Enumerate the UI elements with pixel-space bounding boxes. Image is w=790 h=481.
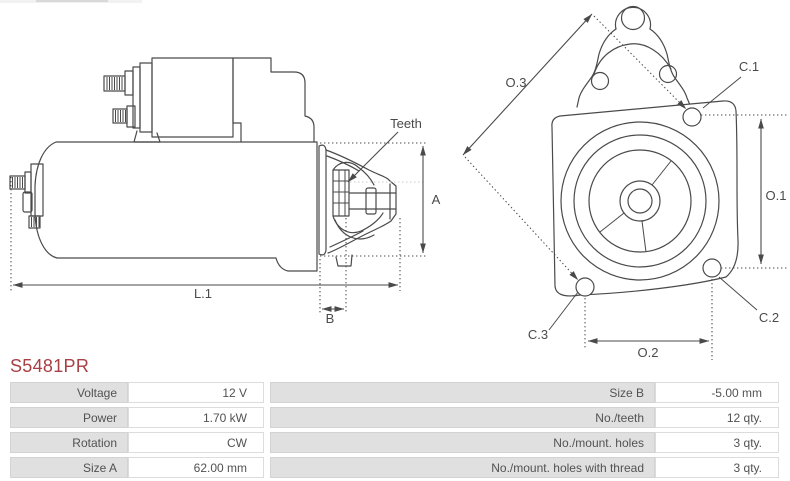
spec-label-cell: No./mount. holes xyxy=(270,432,655,453)
spec-label-cell: Voltage xyxy=(10,382,128,403)
bearing-face-circles xyxy=(560,121,720,281)
spec-value-cell: 1.70 kW xyxy=(128,407,264,428)
spec-label-cell: Size A xyxy=(10,457,128,478)
dim-label-c1: C.1 xyxy=(739,59,759,74)
front-view-dimensions xyxy=(462,13,788,360)
dim-label-l1: L.1 xyxy=(194,286,212,301)
mounting-ears xyxy=(576,5,691,108)
page-crop-artifact xyxy=(0,0,142,3)
spec-value-cell: -5.00 mm xyxy=(655,382,779,403)
drive-housing-top xyxy=(232,57,315,143)
spec-table: Voltage 12 V Size B -5.00 mm Power 1.70 … xyxy=(10,382,779,481)
spec-value-cell: 3 qty. xyxy=(655,432,779,453)
part-number: S5481PR xyxy=(10,356,90,376)
dim-label-c2: C.2 xyxy=(759,310,779,325)
mounting-holes xyxy=(575,107,722,297)
solenoid xyxy=(103,57,234,143)
dim-label-o3: O.3 xyxy=(506,75,527,90)
spec-row: Voltage 12 V Size B -5.00 mm xyxy=(10,382,779,403)
spec-value-cell: 62.00 mm xyxy=(128,457,264,478)
dim-label-o2: O.2 xyxy=(638,345,659,360)
spec-label-cell: Size B xyxy=(270,382,655,403)
spec-row: Size A 62.00 mm No./mount. holes with th… xyxy=(10,457,779,478)
dim-label-c3: C.3 xyxy=(528,327,548,342)
spec-value-cell: 12 V xyxy=(128,382,264,403)
spec-value-cell: 3 qty. xyxy=(655,457,779,478)
spec-label-cell: Power xyxy=(10,407,128,428)
starter-front-view: O.3 C.1 O.1 C.2 C.3 O.2 xyxy=(462,5,788,360)
technical-drawings: Teeth A L.1 B xyxy=(9,5,788,360)
spec-row: Power 1.70 kW No./teeth 12 qty. xyxy=(10,407,779,428)
dim-label-o1: O.1 xyxy=(766,188,787,203)
spec-label-cell: No./teeth xyxy=(270,407,655,428)
side-view-dimensions xyxy=(10,131,428,313)
dim-label-a: A xyxy=(432,192,441,207)
starter-side-view: Teeth A L.1 B xyxy=(9,57,441,326)
pinion-gear xyxy=(332,169,350,217)
spec-value-cell: CW xyxy=(128,432,264,453)
dim-label-teeth: Teeth xyxy=(390,116,422,131)
spec-row: Rotation CW No./mount. holes 3 qty. xyxy=(10,432,779,453)
dim-label-b: B xyxy=(326,311,335,326)
spec-value-cell: 12 qty. xyxy=(655,407,779,428)
spec-label-cell: No./mount. holes with thread xyxy=(270,457,655,478)
motor-body xyxy=(9,141,318,272)
spec-label-cell: Rotation xyxy=(10,432,128,453)
drive-end-bell xyxy=(318,144,397,267)
